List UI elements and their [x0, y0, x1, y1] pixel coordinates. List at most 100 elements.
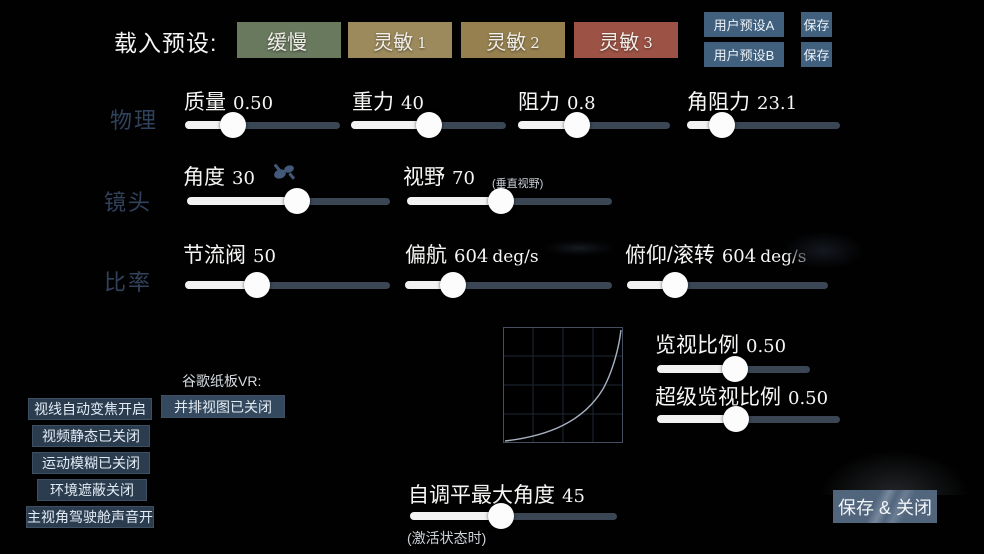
yaw-slider-fill — [405, 281, 453, 289]
save-preset-b-button[interactable]: 保存 — [801, 42, 832, 67]
gravity-slider[interactable] — [351, 112, 506, 138]
self-level-slider-knob[interactable] — [488, 503, 515, 529]
angular-drag-slider[interactable] — [687, 112, 840, 138]
mass-label: 质量 0.50 — [184, 86, 273, 116]
gravity-label-text: 重力 — [352, 91, 394, 114]
pitch-roll-slider-track[interactable] — [627, 282, 828, 289]
expo-label-text: 览视比例 — [655, 334, 739, 357]
drag-slider-track[interactable] — [518, 122, 670, 129]
pitch-roll-slider[interactable] — [627, 272, 828, 298]
pitch-roll-value: 604 — [721, 246, 757, 267]
drag-slider-knob[interactable] — [564, 112, 591, 138]
preset-sensitive2-label: 灵敏 — [486, 31, 527, 54]
video-static-toggle[interactable]: 视频静态已关闭 — [32, 425, 150, 447]
pitch-roll-slider-knob[interactable] — [662, 272, 689, 298]
preset-slow-label: 缓慢 — [267, 31, 307, 54]
yaw-slider[interactable] — [405, 272, 612, 298]
mass-label-text: 质量 — [184, 91, 226, 114]
yaw-value: 604 — [454, 246, 489, 267]
expo-value: 0.50 — [746, 336, 787, 357]
ambient-occlusion-toggle[interactable]: 环境遮蔽关闭 — [37, 479, 147, 501]
fov-slider-knob[interactable] — [488, 188, 515, 214]
gravity-label: 重力 40 — [352, 86, 424, 116]
expo-slider-knob[interactable] — [722, 356, 749, 382]
angular-drag-slider-track[interactable] — [687, 122, 840, 129]
expo-label: 览视比例 0.50 — [655, 329, 786, 359]
throttle-label: 节流阀 50 — [183, 239, 276, 269]
drag-slider[interactable] — [518, 112, 670, 138]
throttle-label-text: 节流阀 — [183, 244, 246, 267]
drone-icon — [273, 163, 296, 180]
expo-curve-graph — [503, 327, 623, 443]
preset-slow-button[interactable]: 缓慢 — [237, 22, 341, 58]
angular-drag-label-text: 角阻力 — [687, 91, 750, 114]
section-rates-label: 比率 — [104, 270, 153, 295]
self-level-slider[interactable] — [410, 503, 617, 529]
camera-angle-label-text: 角度 — [183, 166, 225, 189]
mass-slider[interactable] — [185, 112, 340, 138]
expo-slider-fill — [657, 365, 736, 373]
super-expo-value: 0.50 — [788, 388, 829, 409]
fov-label: 视野 70 — [403, 161, 475, 191]
throttle-slider-knob[interactable] — [243, 272, 270, 298]
gravity-value: 40 — [401, 93, 424, 114]
expo-curve-line — [504, 329, 622, 442]
gravity-slider-knob[interactable] — [415, 112, 442, 138]
camera-angle-slider-knob[interactable] — [283, 188, 310, 214]
yaw-drone-silhouette — [543, 240, 615, 256]
fov-label-text: 视野 — [403, 166, 445, 189]
section-physics-label: 物理 — [110, 108, 159, 133]
preset-sensitive3-num: 3 — [643, 34, 653, 52]
fov-slider-fill — [407, 197, 502, 205]
drag-label-text: 阻力 — [518, 91, 560, 114]
angular-drag-slider-knob[interactable] — [709, 112, 736, 138]
user-preset-b-button[interactable]: 用户预设B — [704, 42, 784, 67]
section-camera-label: 镜头 — [104, 190, 153, 215]
throttle-slider-track[interactable] — [185, 282, 390, 289]
yaw-label-text: 偏航 — [405, 244, 447, 267]
yaw-slider-knob[interactable] — [439, 272, 466, 298]
camera-angle-slider-fill — [187, 197, 297, 205]
fov-slider[interactable] — [407, 188, 612, 214]
angular-drag-slider-fill — [687, 121, 723, 129]
throttle-slider-fill — [185, 281, 257, 289]
yaw-slider-track[interactable] — [405, 282, 612, 289]
camera-angle-label: 角度 30 — [183, 161, 255, 191]
super-expo-slider[interactable] — [657, 406, 840, 432]
drag-slider-fill — [518, 121, 578, 129]
super-expo-slider-fill — [657, 415, 736, 423]
pitch-roll-slider-fill — [627, 281, 676, 289]
throttle-slider[interactable] — [185, 272, 390, 298]
mass-slider-fill — [185, 121, 234, 129]
load-preset-label: 载入预设: — [114, 30, 218, 56]
fov-value: 70 — [452, 168, 475, 189]
preset-sensitive3-label: 灵敏 — [599, 31, 640, 54]
camera-angle-value: 30 — [232, 168, 255, 189]
camera-angle-slider[interactable] — [187, 188, 390, 214]
motion-blur-toggle[interactable]: 运动模糊已关闭 — [32, 452, 150, 474]
super-expo-slider-knob[interactable] — [722, 406, 749, 432]
line-of-sight-autozoom-toggle[interactable]: 视线自动变焦开启 — [28, 398, 152, 420]
mass-value: 0.50 — [233, 93, 274, 114]
save-preset-a-button[interactable]: 保存 — [801, 12, 832, 37]
throttle-value: 50 — [253, 246, 276, 267]
user-preset-a-button[interactable]: 用户预设A — [704, 12, 784, 37]
self-level-slider-fill — [410, 512, 502, 520]
fpv-cockpit-sound-toggle[interactable]: 主视角驾驶舱声音开 — [26, 506, 154, 528]
mass-slider-knob[interactable] — [220, 112, 247, 138]
mass-slider-track[interactable] — [185, 122, 340, 129]
side-by-side-view-toggle[interactable]: 并排视图已关闭 — [161, 395, 285, 418]
expo-slider[interactable] — [657, 356, 810, 382]
google-cardboard-vr-label: 谷歌纸板VR: — [182, 373, 262, 389]
yaw-unit: deg/s — [492, 247, 539, 267]
save-and-close-button[interactable]: 保存 & 关闭 — [833, 490, 937, 523]
